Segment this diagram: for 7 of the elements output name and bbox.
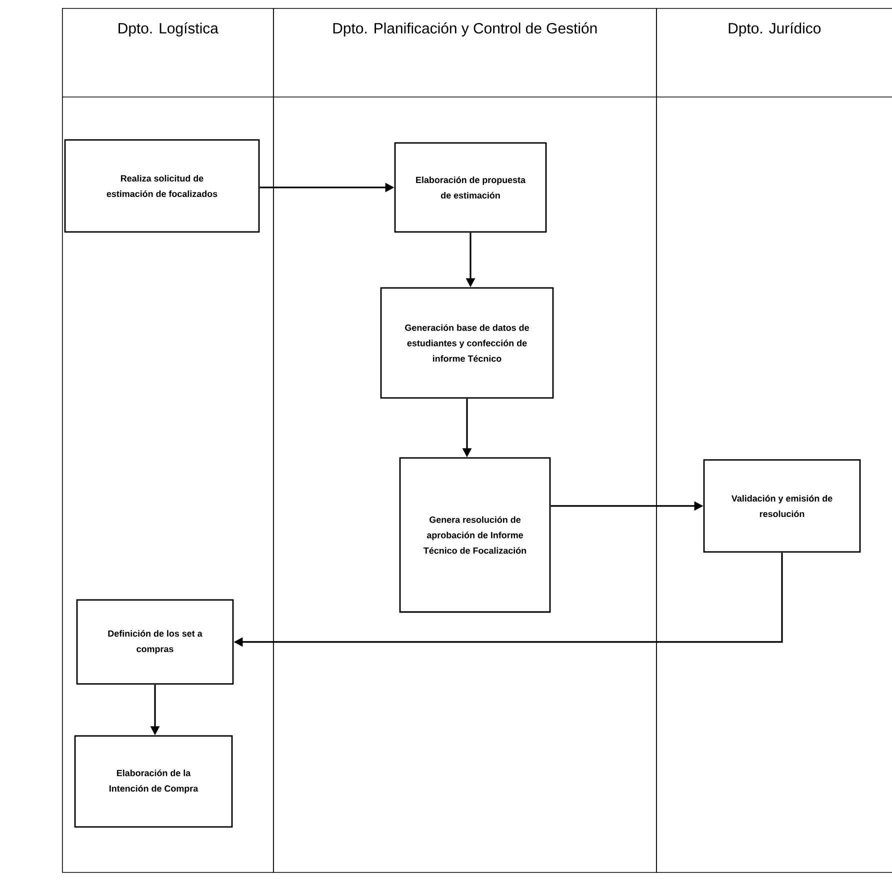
process-box: Elaboración de propuesta de estimación <box>394 142 547 233</box>
process-box: Genera resolución de aprobación de Informe Técnico de Focalización <box>399 457 551 613</box>
process-box: Generación base de datos de estudiantes y confección de informe Técnico <box>380 287 554 399</box>
process-box: Validación y emisión de resolución <box>703 459 861 553</box>
process-box: Definición de los set a compras <box>76 599 234 685</box>
process-box: Realiza solicitud de estimación de focalizados <box>64 139 260 233</box>
process-box: Elaboración de la Intención de Compra <box>74 735 233 828</box>
